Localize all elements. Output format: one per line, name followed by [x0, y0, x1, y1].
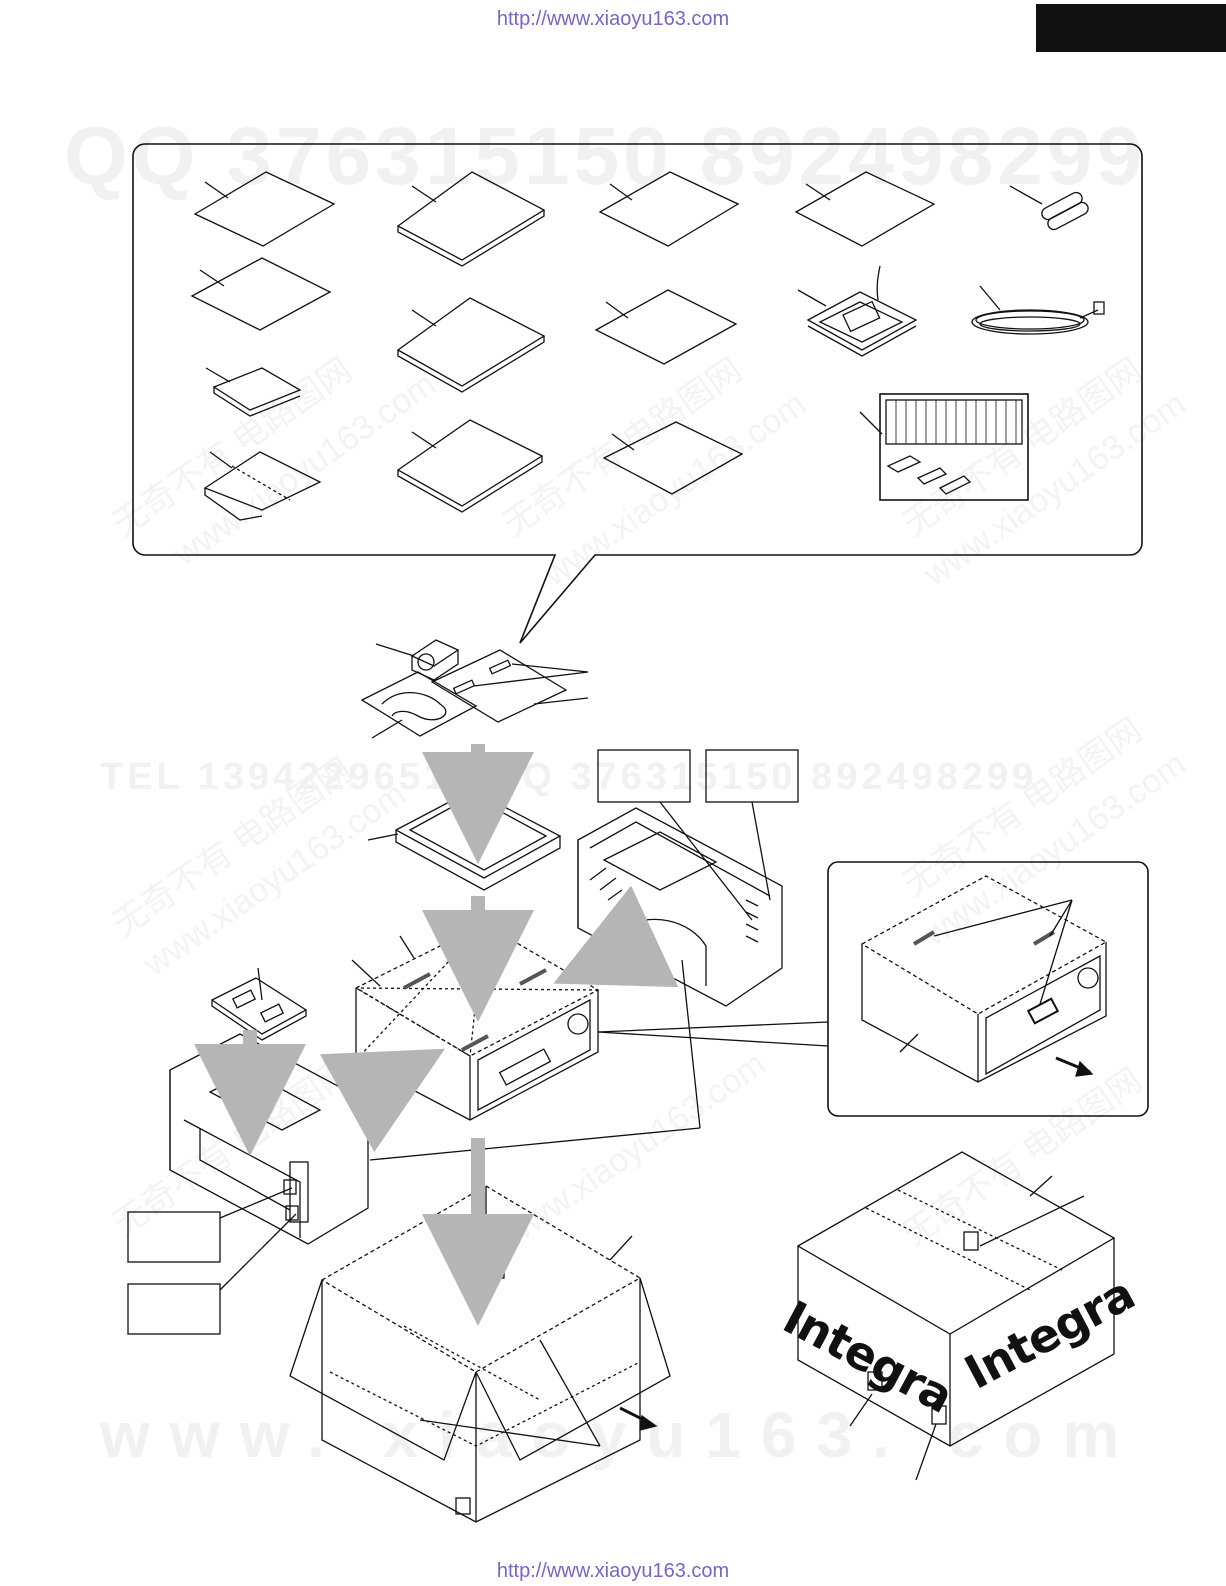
page-tab — [1036, 4, 1226, 52]
small-parts — [360, 639, 589, 739]
zoom-panel — [827, 861, 1149, 1117]
fm-antenna-cable — [971, 285, 1105, 335]
watermark-qq: QQ 376315150 892498299 — [64, 111, 1147, 202]
am-loop-antenna — [797, 265, 918, 357]
remote-control — [210, 967, 308, 1041]
accessory-tray — [367, 789, 562, 891]
watermark-www: www. xiaoyu163. com — [100, 1399, 1140, 1471]
accessories-panel — [132, 143, 1143, 644]
callout-box-3 — [127, 1211, 221, 1263]
assembly-arrows — [194, 744, 679, 1326]
callout-box-2 — [705, 749, 799, 803]
foam-right — [577, 807, 783, 1007]
closed-carton — [796, 1151, 1116, 1481]
callout-box-1 — [597, 749, 691, 803]
callout-box-4 — [127, 1283, 221, 1335]
header-url[interactable]: http://www.xiaoyu163.com — [496, 8, 730, 30]
footer-url[interactable]: http://www.xiaoyu163.com — [496, 1560, 730, 1582]
batteries — [1009, 185, 1089, 231]
document-sheets — [190, 171, 936, 521]
speaker-label-sheet — [859, 393, 1029, 501]
watermark-tel: TEL 13942296513 QQ 376315150 892498299 — [100, 756, 1038, 798]
